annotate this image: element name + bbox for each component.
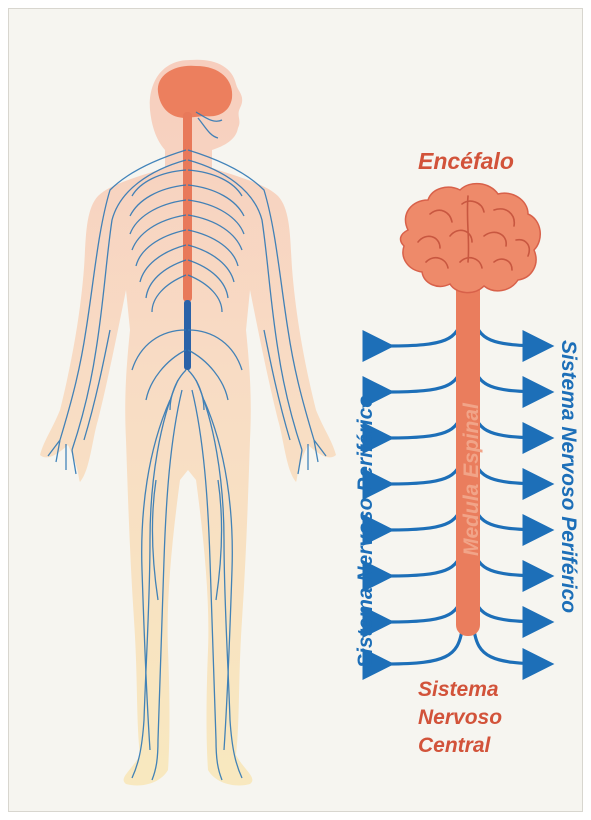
cns-label-line-2: Nervoso xyxy=(418,704,502,732)
body-spinal-cord xyxy=(183,112,192,302)
spinal-cord-label: Medula Espinal xyxy=(460,403,484,556)
peripheral-nervous-system-label-right: Sistema Nervoso Periférico xyxy=(556,340,580,613)
body-brain xyxy=(158,66,232,118)
peripheral-nervous-system-label-left: Sistema Nervoso Periférico xyxy=(354,395,378,668)
brain-label: Encéfalo xyxy=(418,148,514,175)
schematic-brain xyxy=(401,184,541,293)
cns-label-line-1: Sistema xyxy=(418,676,502,704)
cns-label-line-3: Central xyxy=(418,732,502,760)
human-body-figure xyxy=(40,60,336,786)
body-spinal-lower xyxy=(184,300,191,370)
central-nervous-system-label: Sistema Nervoso Central xyxy=(418,676,502,760)
